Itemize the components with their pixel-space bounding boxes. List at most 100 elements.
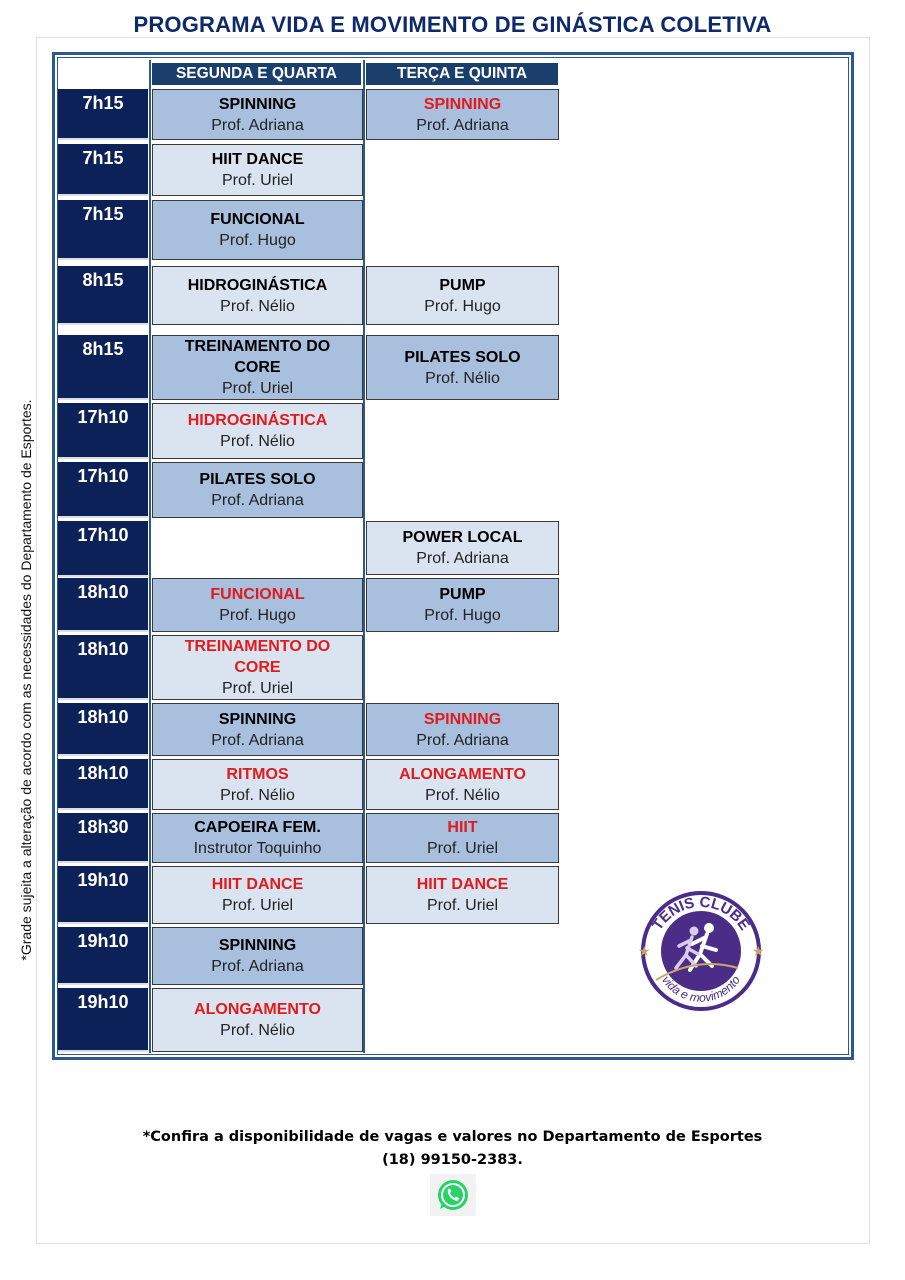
column-divider: [363, 60, 365, 1053]
class-cell: SPINNING Prof. Adriana: [152, 89, 363, 140]
class-name: SPINNING: [218, 95, 297, 113]
time-cell: 18h30: [58, 813, 148, 863]
class-cell: CAPOEIRA FEM. Instrutor Toquinho: [152, 813, 363, 863]
class-name: HIDROGINÁSTICA: [187, 276, 328, 294]
star-icon: ★: [752, 943, 765, 959]
class-name: SPINNING: [218, 710, 297, 728]
footer-phone: (18) 99150-2383.: [382, 1152, 523, 1168]
class-instructor: Prof. Hugo: [424, 297, 501, 315]
time-cell: 19h10: [58, 988, 148, 1052]
class-name: PILATES SOLO: [404, 348, 521, 366]
class-cell: SPINNING Prof. Adriana: [152, 703, 363, 756]
class-name: SPINNING: [423, 710, 502, 728]
time-cell: 8h15: [58, 335, 148, 400]
class-cell: SPINNING Prof. Adriana: [366, 89, 559, 140]
class-name: CAPOEIRA FEM.: [194, 819, 321, 836]
class-instructor: Prof. Hugo: [219, 607, 296, 624]
time-cell: 7h15: [58, 144, 148, 196]
class-name: RITMOS: [226, 765, 289, 783]
class-name: ALONGAMENTO: [399, 765, 526, 783]
class-name: PUMP: [439, 276, 486, 294]
class-cell: ALONGAMENTO Prof. Nélio: [366, 759, 559, 810]
class-cell: HIDROGINÁSTICA Prof. Nélio: [152, 403, 363, 459]
class-name: SPINNING: [218, 937, 297, 954]
class-instructor: Prof. Nélio: [220, 297, 295, 315]
class-instructor: Prof. Hugo: [424, 607, 501, 624]
class-cell: ALONGAMENTO Prof. Nélio: [152, 988, 363, 1052]
footer-line-1: *Confira a disponibilidade de vagas e va…: [142, 1129, 763, 1145]
page-title: PROGRAMA VIDA E MOVIMENTO DE GINÁSTICA C…: [133, 12, 772, 37]
runners-icon: [674, 923, 718, 972]
star-icon: ★: [638, 943, 651, 959]
class-name: HIIT: [447, 819, 478, 836]
class-instructor: Prof. Uriel: [426, 897, 499, 914]
class-cell: PILATES SOLO Prof. Nélio: [366, 335, 559, 400]
class-instructor: Prof. Nélio: [425, 786, 500, 804]
class-cell: HIIT DANCE Prof. Uriel: [152, 144, 363, 196]
time-cell: 18h10: [58, 578, 148, 632]
class-name: FUNCIONAL: [210, 586, 305, 603]
class-instructor: Prof. Adriana: [211, 492, 304, 509]
class-instructor: Prof. Adriana: [416, 731, 509, 749]
page-frame: [36, 37, 870, 1244]
class-instructor: Prof. Uriel: [221, 897, 294, 914]
time-cell: 17h10: [58, 462, 148, 518]
class-cell: RITMOS Prof. Nélio: [152, 759, 363, 810]
class-name: HIIT DANCE: [416, 876, 509, 893]
class-instructor: Prof. Adriana: [211, 731, 304, 749]
class-instructor: Prof. Uriel: [221, 680, 294, 697]
class-instructor: Prof. Nélio: [220, 433, 295, 450]
time-cell: 19h10: [58, 866, 148, 924]
class-cell: HIIT DANCE Prof. Uriel: [152, 866, 363, 924]
class-instructor: Prof. Adriana: [416, 550, 509, 567]
time-cell: 18h10: [58, 759, 148, 810]
whatsapp-icon[interactable]: [430, 1174, 476, 1216]
time-cell: 19h10: [58, 927, 148, 985]
class-cell: PUMP Prof. Hugo: [366, 266, 559, 325]
time-cell: 17h10: [58, 521, 148, 577]
class-name: FUNCIONAL: [210, 211, 305, 228]
class-name: POWER LOCAL: [402, 529, 523, 546]
header-terca-quinta: TERÇA E QUINTA: [366, 63, 558, 85]
schedule-table: [52, 52, 854, 1060]
class-cell: FUNCIONAL Prof. Hugo: [152, 200, 363, 260]
class-name: HIIT DANCE: [211, 151, 304, 168]
class-instructor: Prof. Uriel: [426, 840, 499, 857]
time-cell: 8h15: [58, 266, 148, 325]
class-name: SPINNING: [423, 95, 502, 113]
header-segunda-quarta: SEGUNDA E QUARTA: [152, 63, 361, 85]
side-note: *Grade sujeita a alteração de acordo com…: [18, 399, 34, 961]
class-cell: SPINNING Prof. Adriana: [152, 927, 363, 985]
class-cell: PUMP Prof. Hugo: [366, 578, 559, 632]
class-instructor: Prof. Nélio: [220, 786, 295, 804]
class-cell: HIDROGINÁSTICA Prof. Nélio: [152, 266, 363, 325]
time-cell: 17h10: [58, 403, 148, 459]
class-cell: HIIT Prof. Uriel: [366, 813, 559, 863]
class-name: HIDROGINÁSTICA: [187, 412, 328, 429]
class-instructor: Prof. Adriana: [211, 116, 304, 134]
class-name: TREINAMENTO DO CORE: [184, 338, 331, 376]
time-cell: 18h10: [58, 703, 148, 756]
class-cell: PILATES SOLO Prof. Adriana: [152, 462, 363, 518]
class-instructor: Prof. Nélio: [220, 1022, 295, 1039]
class-name: TREINAMENTO DO CORE: [184, 638, 331, 676]
class-name: PUMP: [439, 586, 486, 603]
class-instructor: Prof. Uriel: [221, 172, 294, 189]
footer-note: *Confira a disponibilidade de vagas e va…: [0, 1126, 905, 1172]
time-cell: 7h15: [58, 200, 148, 260]
class-instructor: Prof. Uriel: [221, 380, 294, 397]
class-instructor: Instrutor Toquinho: [193, 840, 322, 857]
column-divider: [149, 60, 151, 1053]
class-instructor: Prof. Adriana: [211, 958, 304, 975]
class-instructor: Prof. Nélio: [425, 369, 500, 387]
tenis-clube-logo: TÊNIS CLUBE vida e movimento ★ ★: [638, 891, 765, 1011]
class-cell: TREINAMENTO DO CORE Prof. Uriel: [152, 335, 363, 400]
class-cell: SPINNING Prof. Adriana: [366, 703, 559, 756]
class-cell: HIIT DANCE Prof. Uriel: [366, 866, 559, 924]
time-cell: 18h10: [58, 635, 148, 700]
class-instructor: Prof. Adriana: [416, 116, 509, 134]
class-cell: TREINAMENTO DO CORE Prof. Uriel: [152, 635, 363, 700]
time-cell: 7h15: [58, 89, 148, 140]
class-cell: POWER LOCAL Prof. Adriana: [366, 521, 559, 575]
class-name: PILATES SOLO: [199, 471, 316, 488]
